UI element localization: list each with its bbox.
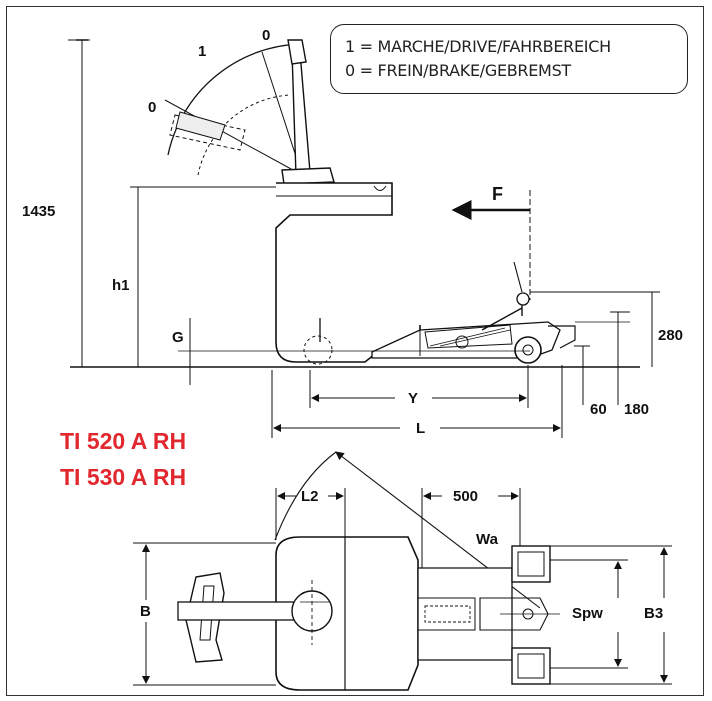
dim-l-label: L xyxy=(416,420,425,437)
dim-500-label: 500 xyxy=(453,488,478,505)
force-label: F xyxy=(492,184,503,204)
dim-280-label: 280 xyxy=(658,327,683,344)
angle-drive-label: 1 xyxy=(198,43,206,60)
legend-brake-line: 0 = FREIN/BRAKE/GEBREMST xyxy=(345,61,571,80)
dim-g-label: G xyxy=(172,329,184,346)
legend-drive-line: 1 = MARCHE/DRIVE/FAHRBEREICH xyxy=(345,37,611,56)
dim-h1-label: h1 xyxy=(112,277,130,294)
tiller-position-legend: 1 = MARCHE/DRIVE/FAHRBEREICH 0 = FREIN/B… xyxy=(330,24,688,94)
dim-60-label: 60 xyxy=(590,401,607,418)
dim-y-label: Y xyxy=(408,390,418,407)
dim-wa-label: Wa xyxy=(476,531,499,548)
dim-spw-label: Spw xyxy=(572,605,603,622)
dim-b-label: B xyxy=(140,603,151,620)
dim-180-label: 180 xyxy=(624,401,649,418)
model-name-2: TI 530 A RH xyxy=(60,464,187,490)
drawing-frame xyxy=(6,6,704,696)
dim-height-total-label: 1435 xyxy=(22,203,55,220)
angle-brake-upper-label: 0 xyxy=(262,27,270,44)
dim-l2-label: L2 xyxy=(301,488,319,505)
angle-brake-lower-label: 0 xyxy=(148,99,156,116)
dim-b3-label: B3 xyxy=(644,605,663,622)
top-view xyxy=(133,451,672,691)
model-name-1: TI 520 A RH xyxy=(60,428,187,454)
side-view xyxy=(68,39,660,438)
